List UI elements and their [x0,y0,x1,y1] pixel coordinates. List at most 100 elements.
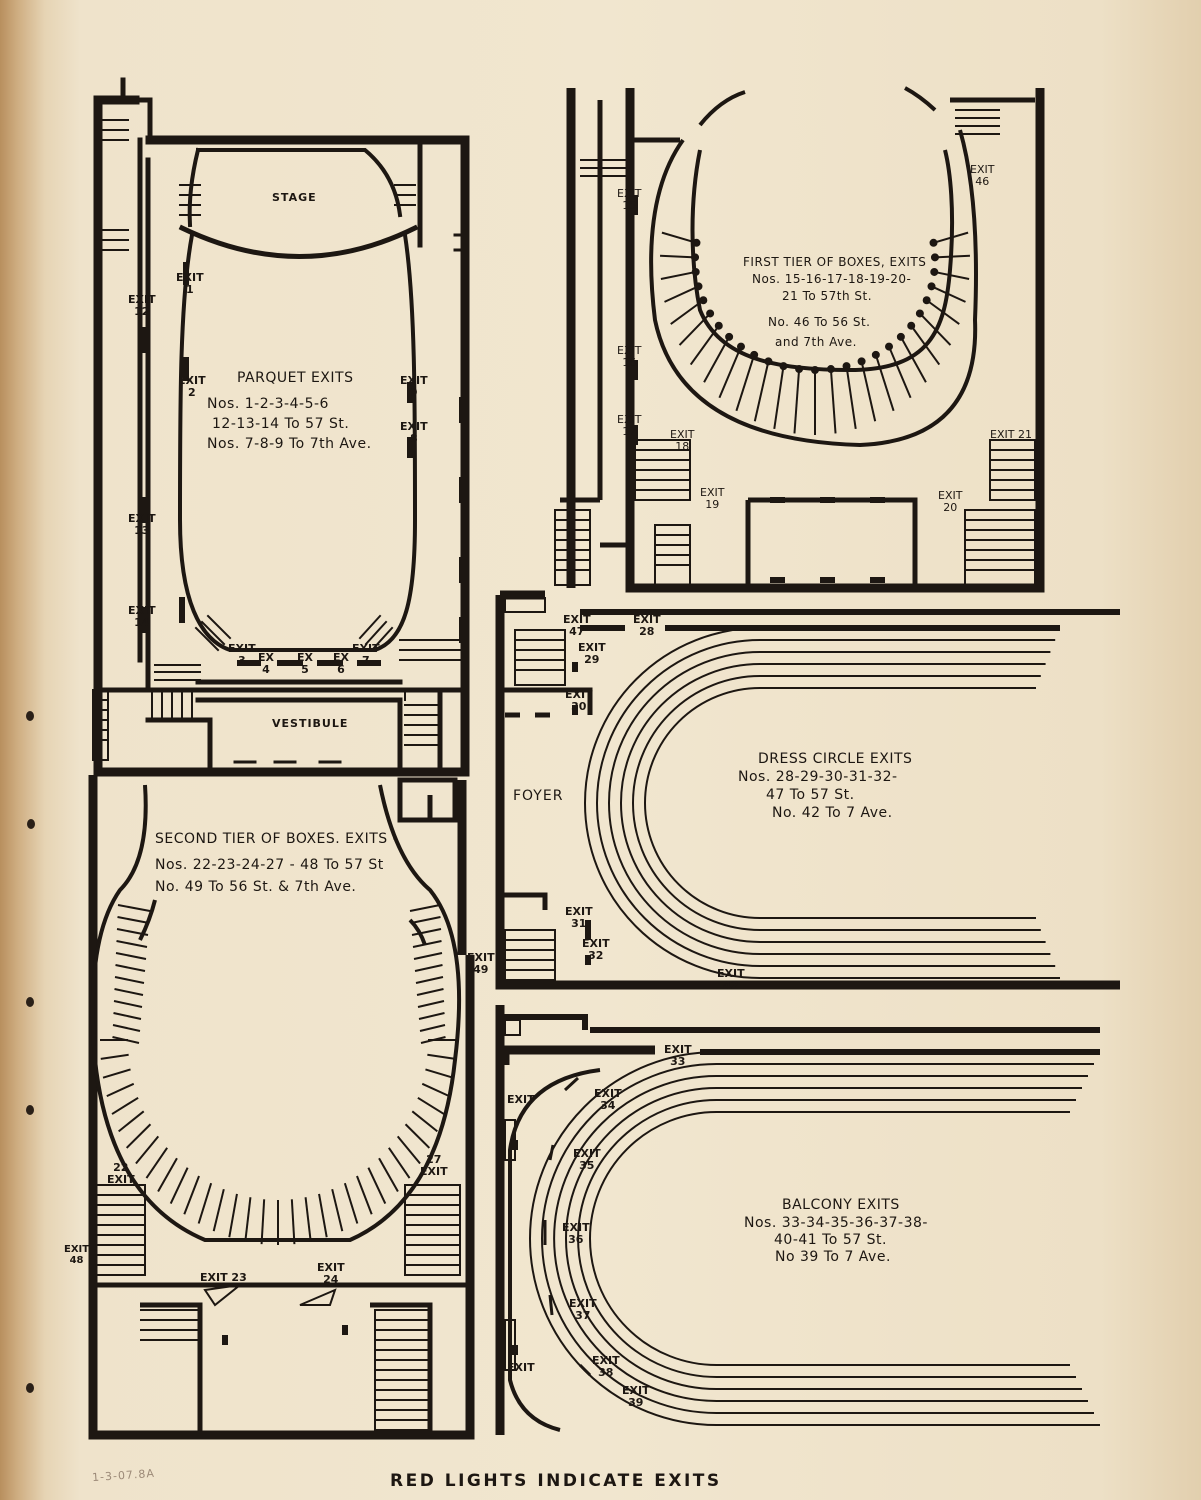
seating-tier [596,639,1056,967]
box-light [871,350,880,359]
exit-balcony-upper: EXIT [507,1093,535,1106]
box-light [930,253,939,262]
dress-circle-plan [495,590,1120,990]
box-light [811,366,819,374]
box-partition [114,976,145,984]
first-tier-line-4: and 7th Ave. [775,335,857,349]
seating-tier [589,1111,1070,1366]
box-light [896,332,905,341]
box-partition [425,1068,454,1079]
binding-hole [26,711,34,721]
parquet-line-2: 12-13-14 To 57 St. [212,416,350,432]
first-tier-line-1: Nos. 15-16-17-18-19-20- [752,272,912,286]
first-tier-line-2: 21 To 57th St. [782,289,873,303]
seating-tier [608,651,1051,955]
box-partition [115,964,146,972]
footer-caption: RED LIGHTS INDICATE EXITS [390,1471,722,1491]
box-partition [318,1193,328,1238]
dress-circle-line-3: No. 42 To 7 Ave. [772,805,893,821]
first-tier-horseshoe [690,149,955,373]
box-partition [664,285,699,303]
box-partition [135,1135,160,1165]
box-partition [417,1000,445,1008]
box-partition [411,1110,438,1133]
box-partition [899,336,927,383]
box-partition [102,1068,131,1079]
box-partition [117,916,150,924]
parquet-line-1: Nos. 1-2-3-4-5-6 [207,396,329,412]
box-partition [735,354,756,412]
box-light [691,253,700,262]
seating-tier [632,675,1041,931]
box-light [706,309,715,318]
box-partition [415,976,444,984]
box-partition [661,231,697,244]
box-partition [419,1024,446,1032]
seating-tier [577,1099,1076,1378]
box-light [929,238,938,247]
seating-tier [529,1051,1100,1426]
seating-tier [620,663,1046,943]
box-partition [829,368,837,434]
seating-tier [644,687,1036,919]
box-partition [244,1197,252,1242]
box-light [692,238,701,247]
exit-23: EXIT 23 [200,1271,247,1284]
box-partition [845,365,857,429]
box-partition [125,1123,152,1149]
box-partition [414,964,443,972]
box-partition [396,1135,421,1165]
box-light [930,267,939,276]
second-tier-box-partitions [100,904,456,1245]
box-partition [304,1197,312,1242]
box-partition [378,1157,399,1192]
box-partition [117,904,151,912]
box-partition [678,312,711,346]
box-partition [100,1053,129,1060]
box-partition [420,1036,446,1044]
binding-hole [26,1105,34,1115]
box-light [691,267,700,276]
box-partition [343,1182,359,1224]
stage-front [178,224,419,259]
seating-tier [541,1063,1094,1414]
box-partition [212,1188,225,1232]
box-partition [933,231,969,244]
box-partition [290,1199,296,1245]
parquet-title: PARQUET EXITS [237,370,354,386]
box-partition [934,270,970,280]
second-tier-line-1: Nos. 22-23-24-27 - 48 To 57 St [155,857,384,873]
box-light [915,309,924,318]
box-partition [919,312,952,346]
box-partition [113,1012,142,1020]
box-partition [931,285,966,303]
box-partition [412,940,442,948]
box-light [714,321,723,330]
box-partition [331,1188,344,1232]
balcony-title: BALCONY EXITS [782,1197,900,1213]
box-partition [183,1175,200,1215]
box-light [922,296,931,305]
box-light [779,362,788,371]
dress-circle-title: DRESS CIRCLE EXITS [758,751,913,767]
